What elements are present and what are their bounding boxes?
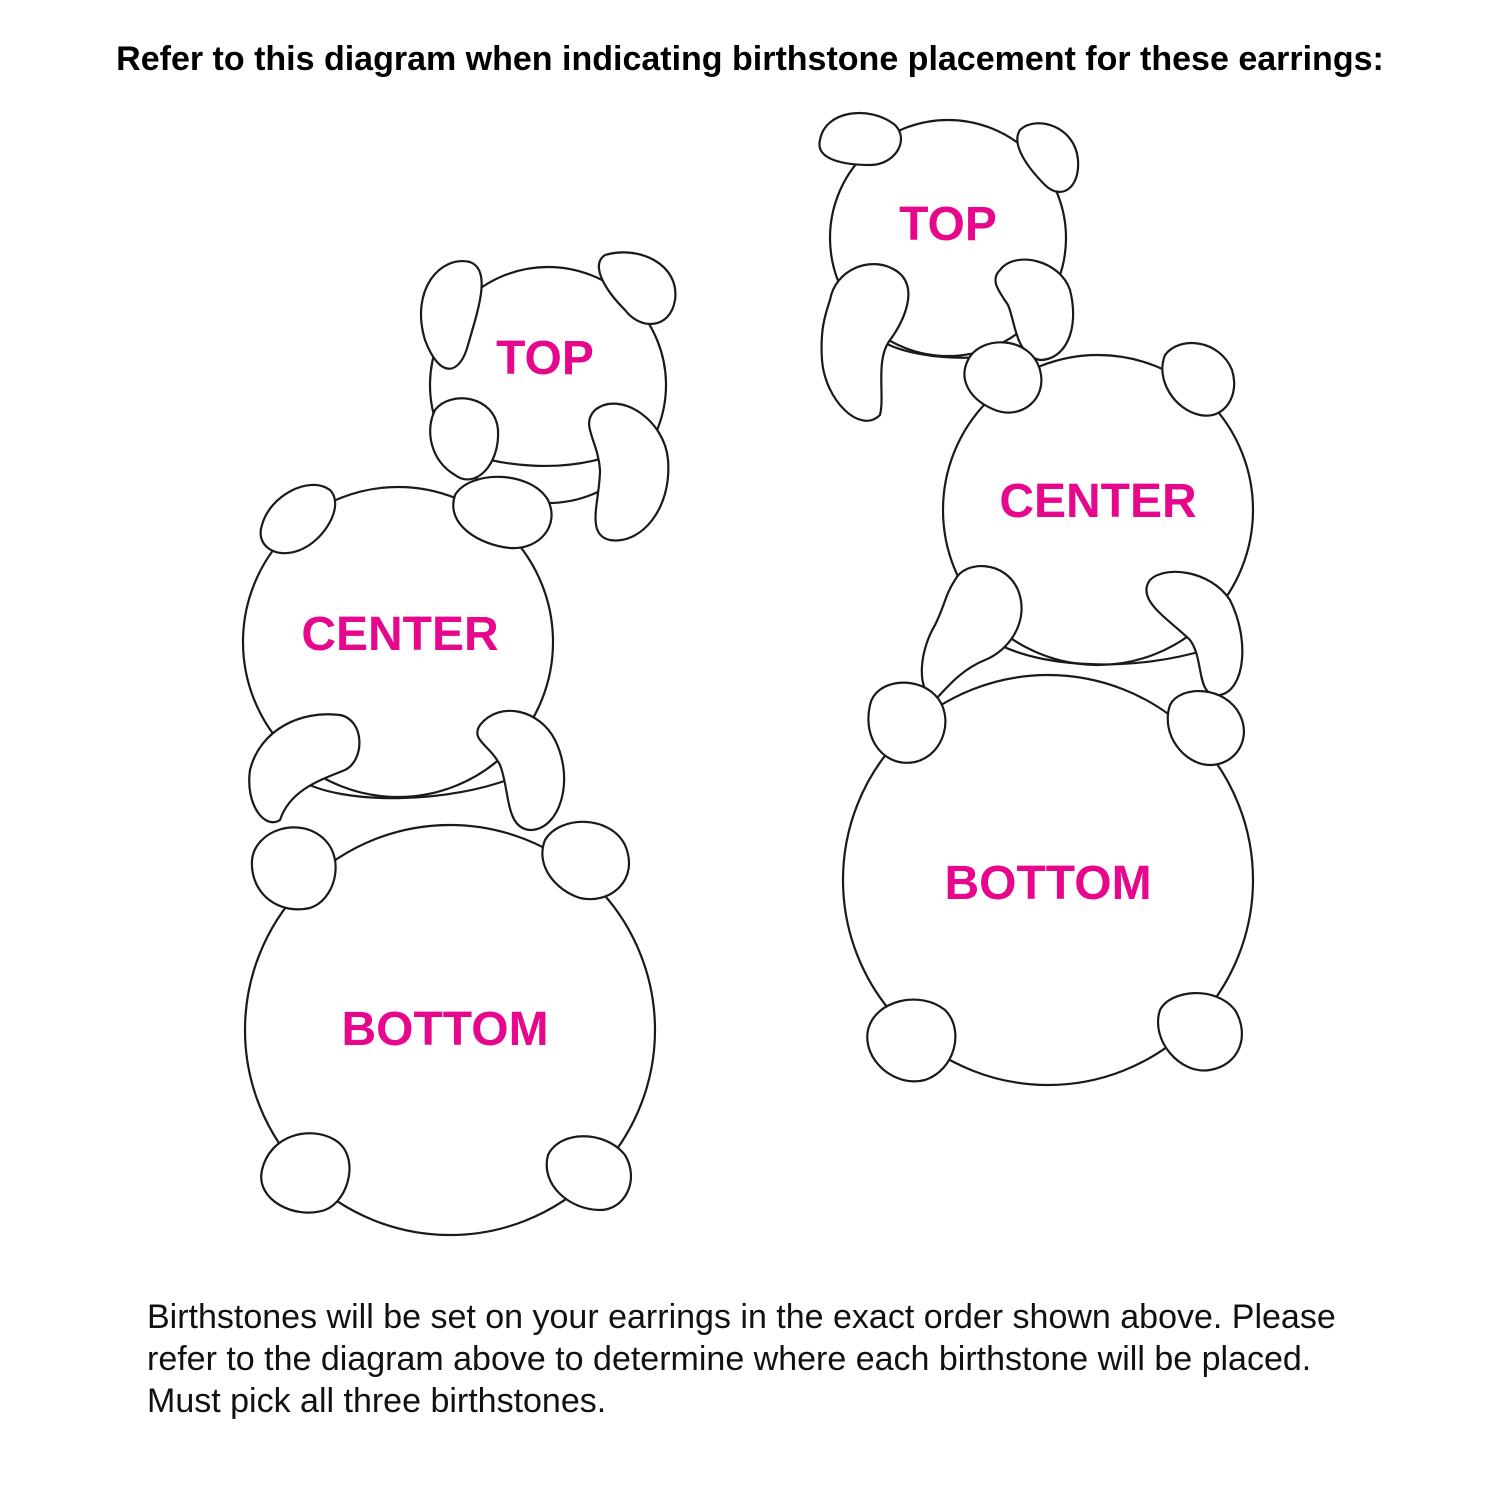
right-earring-top-label: TOP [899, 198, 997, 251]
prong [545, 1135, 633, 1212]
left-earring-bottom-label: BOTTOM [341, 1003, 548, 1056]
prong [1016, 122, 1080, 193]
prong [820, 263, 910, 422]
prong [452, 475, 553, 550]
prong [588, 402, 670, 542]
left-earring-bottom-setting [243, 820, 657, 1237]
prong [476, 709, 566, 832]
prong [1166, 689, 1245, 767]
left-earring-top-setting [419, 251, 677, 542]
prong [259, 483, 337, 555]
left-earring-top-label: TOP [496, 332, 594, 385]
prong [419, 260, 483, 370]
prong [248, 713, 361, 824]
prong [866, 998, 957, 1083]
prong [597, 251, 677, 325]
prong [963, 341, 1043, 414]
instructions-text: Birthstones will be set on your earrings… [147, 1298, 1336, 1420]
right-earring-bottom-setting [841, 673, 1255, 1087]
prong [541, 820, 631, 901]
right-earring-center-setting [920, 341, 1255, 702]
prong [818, 111, 902, 167]
prong [429, 397, 500, 481]
prong [920, 565, 1023, 702]
left-earring-center-setting [241, 475, 566, 832]
right-earring-top-setting [818, 111, 1080, 422]
right-earring-bottom-label: BOTTOM [944, 857, 1151, 910]
left-earring-center-label: CENTER [301, 608, 498, 661]
prong [250, 826, 337, 911]
page-heading: Refer to this diagram when indicating bi… [116, 40, 1384, 78]
prong [1157, 992, 1243, 1072]
prong [1161, 341, 1236, 417]
prong [867, 681, 947, 764]
left-earring: TOP CENTER BOTTOM [241, 251, 677, 1237]
prong [260, 1132, 351, 1214]
prong [994, 258, 1075, 362]
right-earring: TOP CENTER BOTTOM [818, 111, 1255, 1087]
right-earring-center-label: CENTER [999, 475, 1196, 528]
